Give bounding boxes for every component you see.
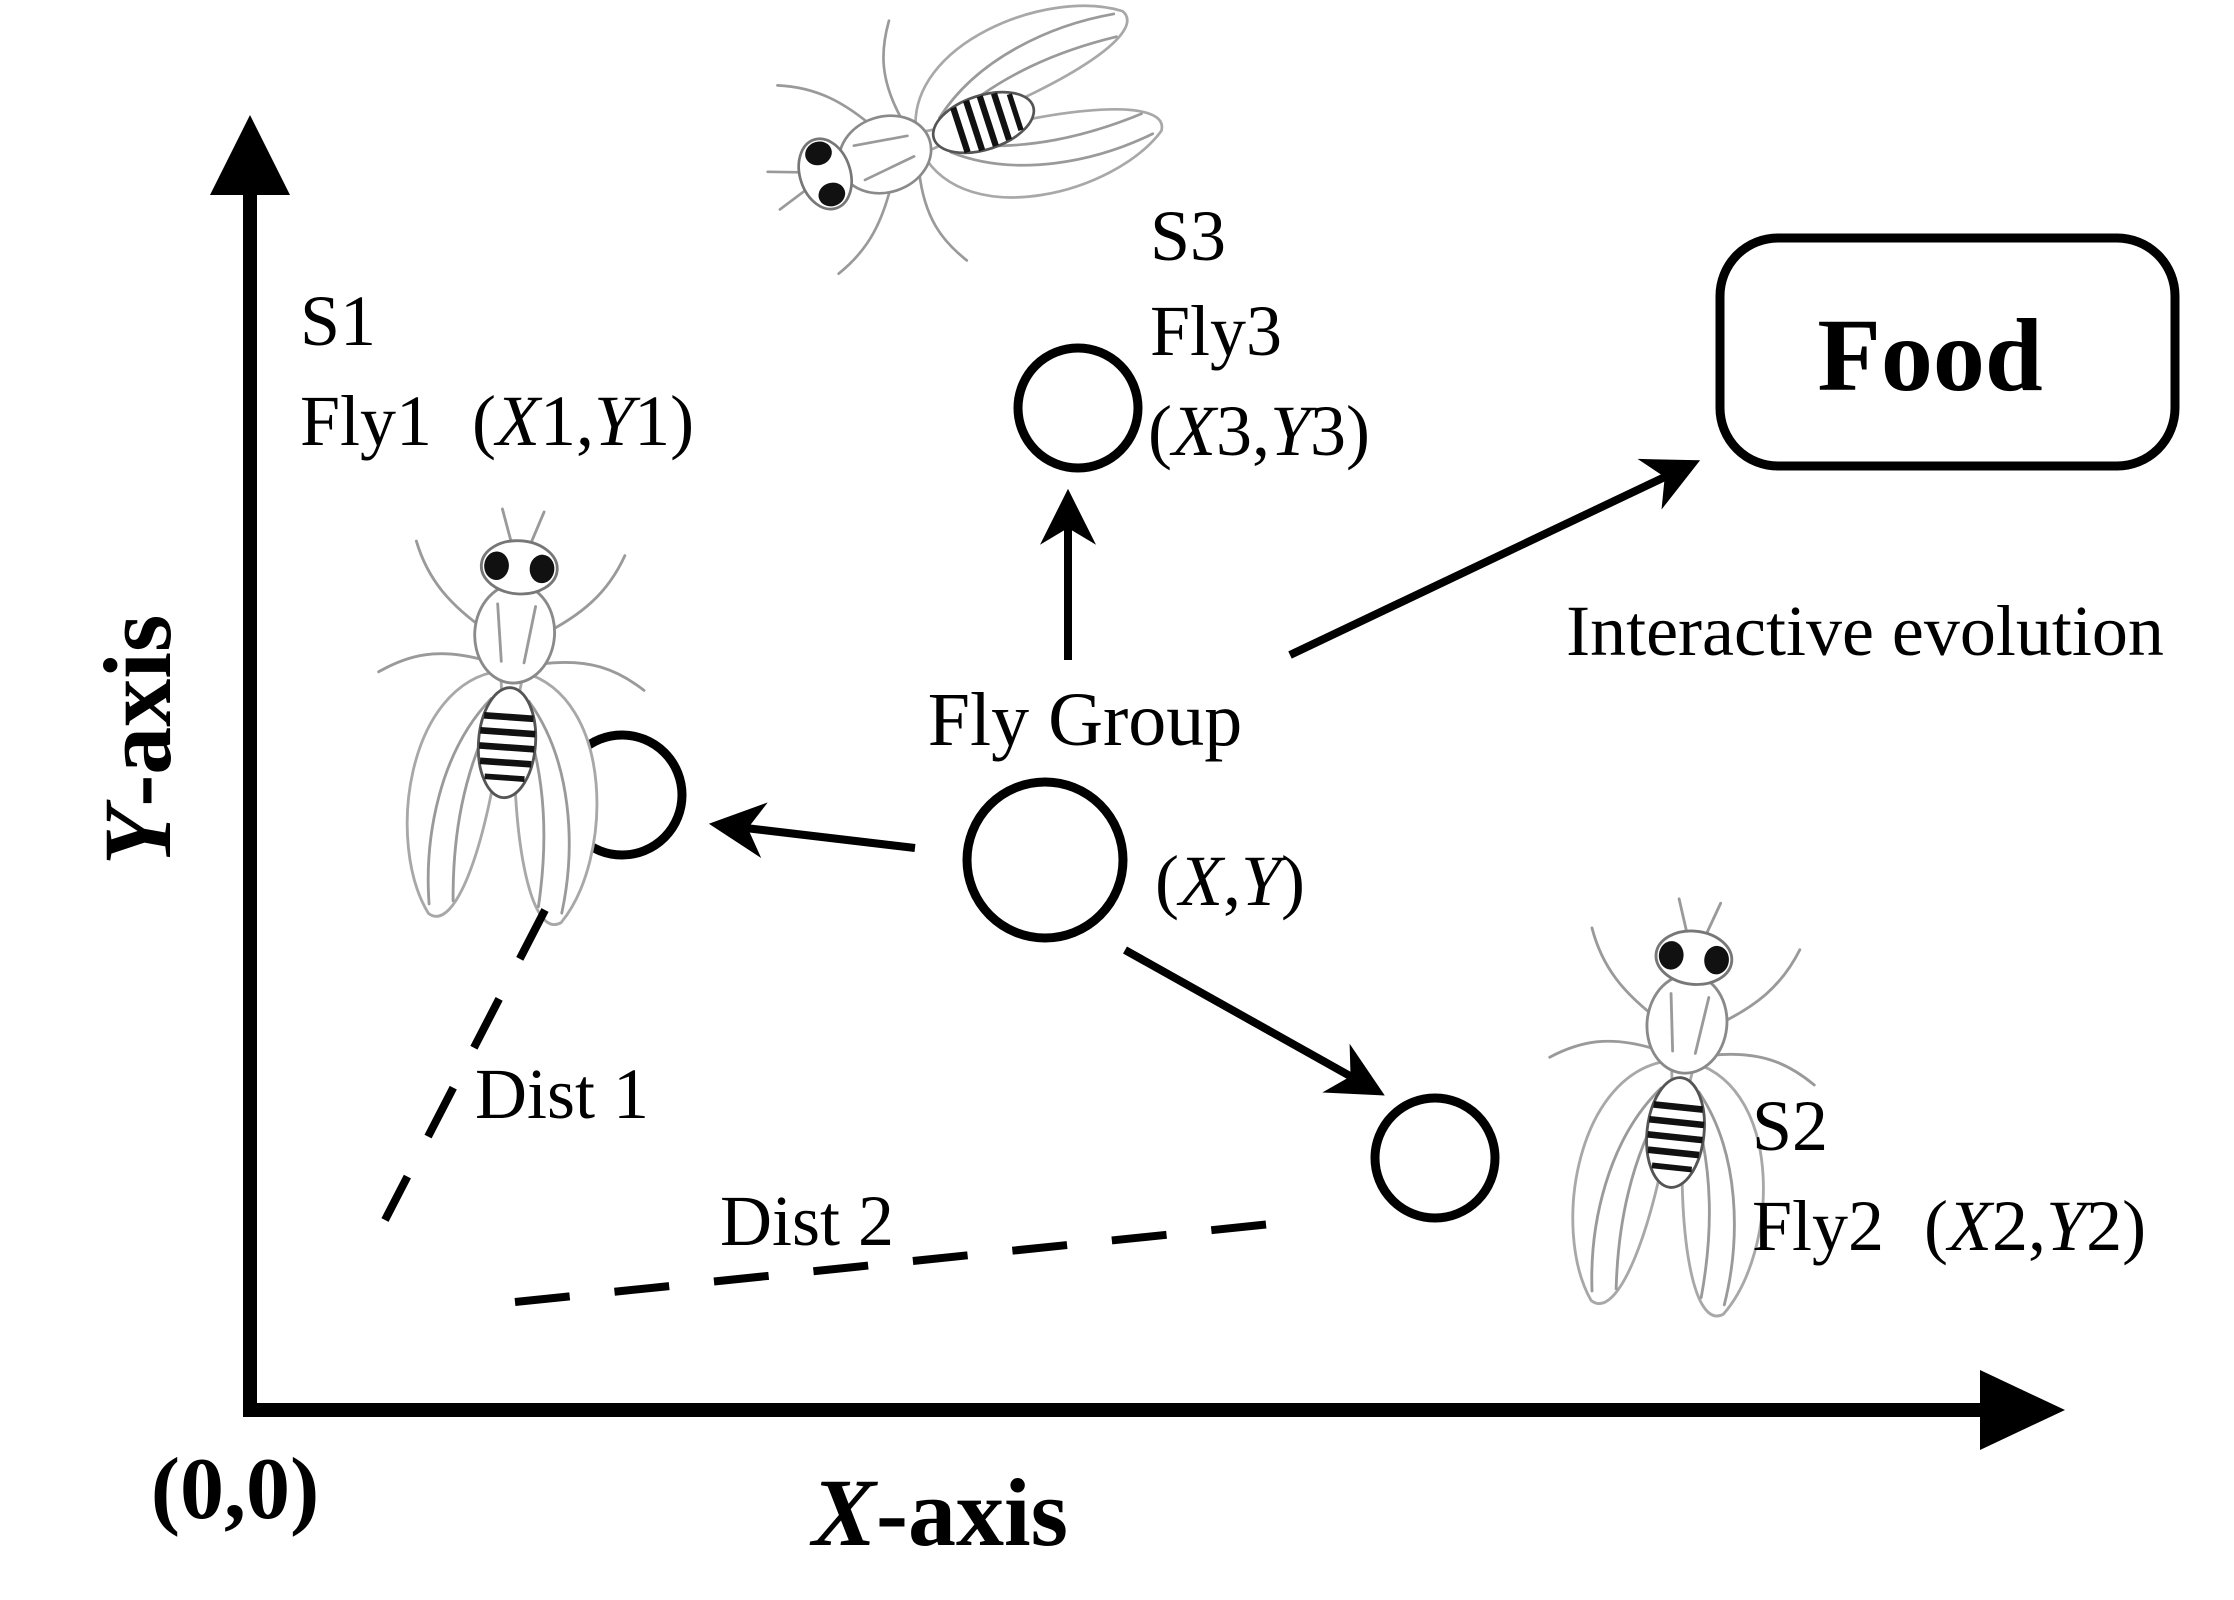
interactive-evolution-label: Interactive evolution <box>1566 591 2164 671</box>
dist2-label: Dist 2 <box>720 1181 894 1261</box>
y-axis-label: Y-axis <box>84 615 191 866</box>
food-box <box>1715 233 2180 471</box>
dist2-line <box>514 1216 1311 1306</box>
s3-name-label: Fly3 <box>1150 291 1282 371</box>
fruit-fly-icon <box>735 0 1183 310</box>
arrow-to-s1 <box>708 802 916 859</box>
s2-coord-label: Fly2(X2,Y2) <box>1752 1186 2146 1266</box>
fly3-circle <box>1013 343 1143 473</box>
arrow-to-s2 <box>1123 946 1385 1096</box>
fruit-fly-icon <box>362 501 656 929</box>
fly-group-circle <box>962 777 1128 943</box>
s3-station-label: S3 <box>1150 196 1226 276</box>
fly-group-coord: (X,Y) <box>1155 841 1305 921</box>
s2-station-label: S2 <box>1752 1086 1828 1166</box>
x-axis-arrowhead <box>1980 1370 2065 1450</box>
x-axis-label: X-axis <box>809 1459 1068 1566</box>
food-label: Food <box>1817 298 2042 413</box>
fly2-circle <box>1370 1093 1500 1223</box>
arrow-to-food <box>1288 458 1701 659</box>
s1-station-label: S1 <box>300 281 376 361</box>
fly-group-label: Fly Group <box>928 678 1243 762</box>
axes <box>210 115 2065 1450</box>
dist1-label: Dist 1 <box>475 1054 649 1134</box>
origin-label: (0,0) <box>151 1441 320 1538</box>
s1-coord-label: Fly1(X1,Y1) <box>300 381 694 461</box>
s3-coord-label: (X3,Y3) <box>1148 391 1370 471</box>
y-axis-arrowhead <box>210 115 290 195</box>
